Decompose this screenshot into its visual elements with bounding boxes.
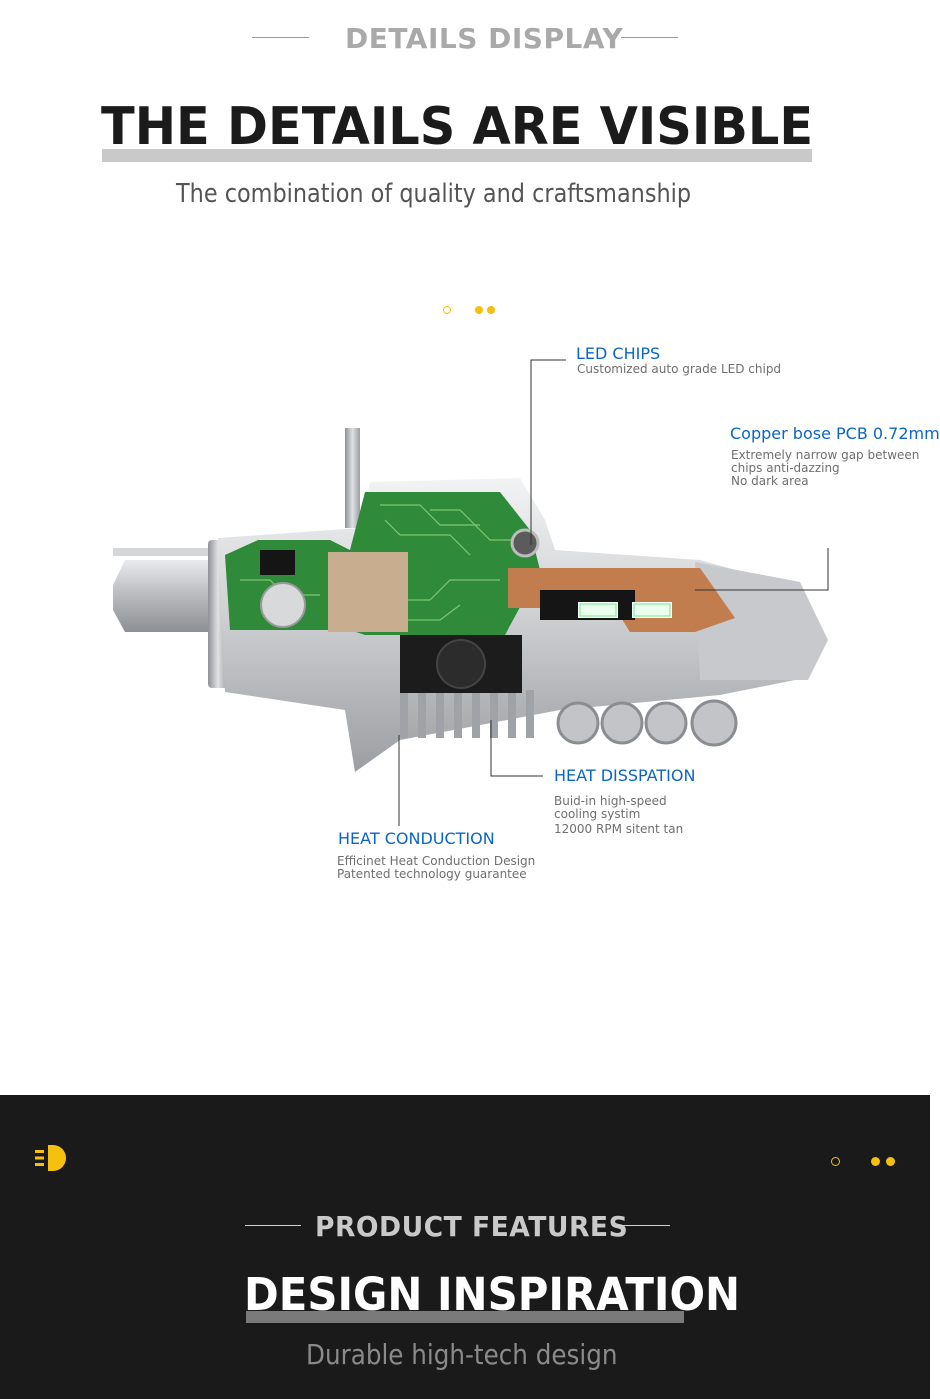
- deco-dot-filled: [871, 1157, 880, 1166]
- headlight-icon: [35, 1145, 66, 1171]
- deco-dot-filled: [475, 306, 483, 314]
- callout-heat-dissipation-title: HEAT DISSPATION: [554, 766, 696, 785]
- eyebrow-right-rule: [621, 37, 678, 38]
- callout-heat-conduction-desc-line1: Efficinet Heat Conduction Design: [337, 854, 536, 868]
- callout-heat-conduction-desc-line2: Patented technology guarantee: [337, 867, 527, 881]
- headline-underline-bar: [102, 149, 812, 162]
- page-headline: THE DETAILS ARE VISIBLE: [101, 97, 814, 157]
- eyebrow-left-rule: [252, 37, 309, 38]
- eyebrow-left-rule: [245, 1225, 301, 1226]
- headline-underline-bar: [246, 1311, 684, 1323]
- deco-dot-filled: [487, 306, 495, 314]
- callout-heat-dissipation-desc-line1: Buid-in high-speed: [554, 794, 667, 808]
- eyebrow-right-rule: [614, 1225, 670, 1226]
- page-subtitle: The combination of quality and craftsman…: [176, 179, 692, 209]
- callout-pcb-title: Copper bose PCB 0.72mm: [730, 424, 940, 443]
- section-headline: DESIGN INSPIRATION: [244, 1268, 741, 1321]
- callout-heat-dissipation-desc-line3: 12000 RPM sitent tan: [554, 822, 684, 836]
- deco-dot-outline: [443, 306, 451, 314]
- callout-heat-conduction-title: HEAT CONDUCTION: [338, 829, 495, 848]
- callout-pcb-desc-line2: chips anti-dazzing: [731, 461, 840, 475]
- callout-pcb-desc-line3: No dark area: [731, 474, 809, 488]
- section-subtitle: Durable high-tech design: [306, 1338, 618, 1371]
- callout-led-chips-desc: Customized auto grade LED chipd: [577, 362, 782, 376]
- headlight-bulb-cutaway-illustration: [113, 428, 828, 772]
- callout-heat-dissipation-desc-line2: cooling systim: [554, 807, 641, 821]
- callout-led-chips-title: LED CHIPS: [576, 344, 661, 363]
- product-features-section: [0, 1095, 930, 1399]
- section-eyebrow: DETAILS DISPLAY: [345, 22, 624, 55]
- callout-leader-lines: [398, 359, 829, 826]
- callout-pcb-desc-line1: Extremely narrow gap between: [731, 448, 920, 462]
- deco-dot-outline: [831, 1157, 840, 1166]
- section-eyebrow: PRODUCT FEATURES: [315, 1210, 629, 1243]
- deco-dot-filled: [886, 1157, 895, 1166]
